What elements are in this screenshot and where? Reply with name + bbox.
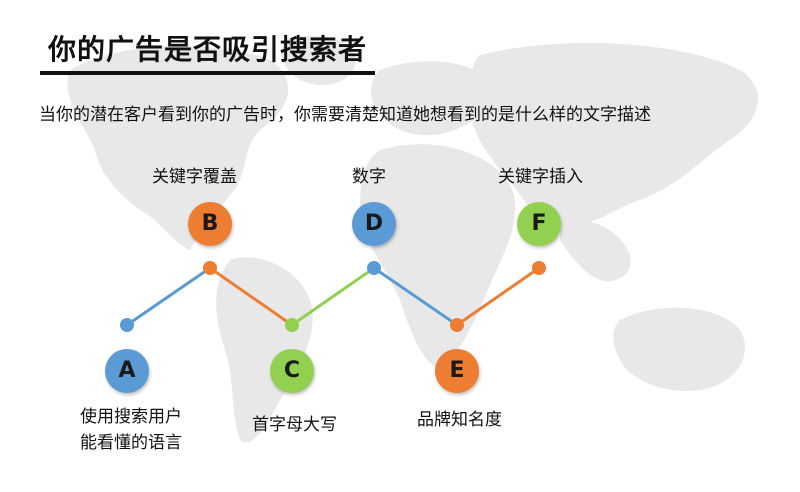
dot-c [285, 318, 299, 332]
page-title: 你的广告是否吸引搜索者 [48, 33, 368, 66]
subtitle: 当你的潜在客户看到你的广告时，你需要清楚知道她想看到的是什么样的文字描述 [39, 105, 651, 125]
node-c-label: 首字母大写 [252, 415, 337, 435]
connector-c-d [291, 266, 375, 327]
node-c-circle: C [270, 349, 314, 393]
dot-f [532, 261, 546, 275]
dot-a [120, 318, 134, 332]
title-underline [40, 71, 375, 75]
dot-e [450, 318, 464, 332]
node-f-label: 关键字插入 [498, 167, 583, 187]
node-b-label: 关键字覆盖 [152, 167, 237, 187]
node-b-circle: B [188, 202, 232, 246]
connector-e-f [456, 266, 540, 327]
node-d-circle: D [352, 202, 396, 246]
node-a-label-line1: 使用搜索用户 [80, 407, 182, 427]
dot-b [203, 261, 217, 275]
node-a-label-line2: 能看懂的语言 [80, 433, 182, 453]
node-a-circle: A [105, 349, 149, 393]
connector-a-b [126, 266, 211, 327]
node-e-circle: E [435, 349, 479, 393]
node-e-label: 品牌知名度 [417, 410, 502, 430]
connector-b-c [209, 266, 293, 327]
node-d-label: 数字 [352, 167, 386, 187]
dot-d [367, 261, 381, 275]
node-f-circle: F [517, 202, 561, 246]
connector-d-e [373, 266, 458, 327]
